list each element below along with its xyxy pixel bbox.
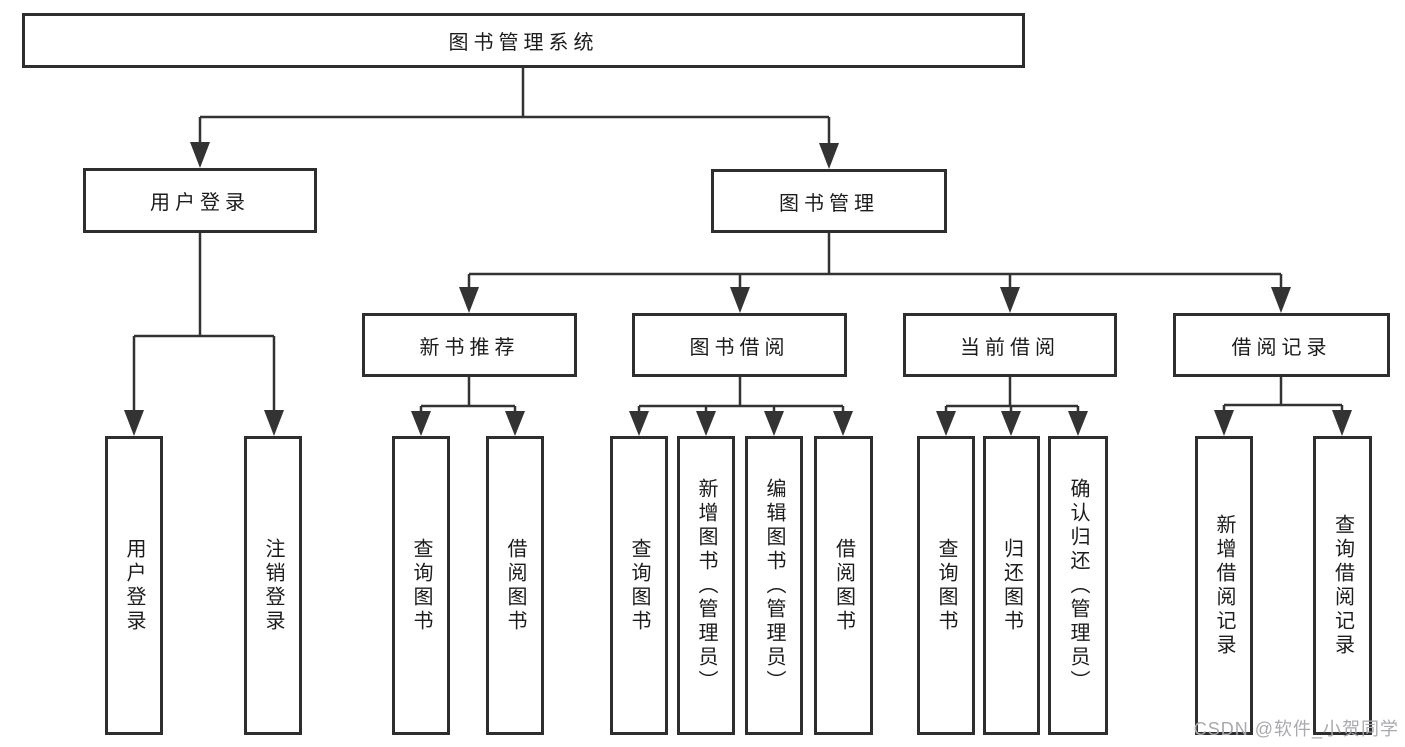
- leaf-label: 查询图书: [410, 537, 432, 634]
- leaf-logout: 注销登录: [244, 436, 302, 735]
- leaf-add-borrow-record: 新增借阅记录: [1195, 436, 1253, 735]
- edge-root-to-level2: [190, 68, 839, 169]
- leaf-add-book-admin: 新增图书（管理员）: [677, 436, 735, 735]
- node-book-borrow-label: 图书借阅: [689, 336, 790, 359]
- leaf-label: 借阅图书: [832, 537, 855, 634]
- node-new-book-rec: 新书推荐: [362, 313, 577, 377]
- node-root-label: 图书管理系统: [448, 32, 599, 54]
- node-user-login: 用户登录: [83, 168, 317, 233]
- leaf-label: 查询借阅记录: [1331, 513, 1354, 658]
- leaf-borrow-books-2: 借阅图书: [814, 436, 873, 735]
- leaf-user-login: 用户登录: [105, 436, 163, 735]
- leaf-label: 注销登录: [262, 537, 284, 634]
- leaf-query-borrow-record: 查询借阅记录: [1313, 436, 1372, 735]
- edge-book-mgmt-to-sections: [459, 233, 1291, 313]
- csdn-watermark: CSDN @软件_小贺同学: [1193, 719, 1399, 739]
- node-new-book-rec-label: 新书推荐: [419, 336, 520, 359]
- node-user-login-label: 用户登录: [150, 192, 250, 214]
- leaf-label: 归还图书: [1000, 537, 1023, 634]
- leaf-label: 查询图书: [628, 537, 650, 634]
- leaf-confirm-return-admin: 确认归还（管理员）: [1048, 436, 1108, 735]
- leaf-label: 查询图书: [935, 537, 957, 634]
- leaf-label: 借阅图书: [504, 537, 526, 634]
- leaf-label: 新增借阅记录: [1213, 513, 1235, 658]
- node-book-mgmt: 图书管理: [711, 169, 947, 233]
- node-current-borrow-label: 当前借阅: [960, 336, 1060, 359]
- edge-user-login-to-leaves: [124, 233, 284, 436]
- node-borrow-records-label: 借阅记录: [1231, 336, 1332, 359]
- node-root: 图书管理系统: [22, 13, 1025, 68]
- edge-borrow-records-to-leaves: [1214, 377, 1352, 436]
- leaf-label: 用户登录: [123, 537, 145, 634]
- leaf-label: 新增图书（管理员）: [695, 477, 717, 694]
- leaf-query-books-1: 查询图书: [392, 436, 450, 735]
- leaf-query-books-3: 查询图书: [917, 436, 975, 735]
- node-current-borrow: 当前借阅: [903, 313, 1117, 377]
- node-book-mgmt-label: 图书管理: [779, 192, 879, 215]
- leaf-label: 确认归还（管理员）: [1067, 477, 1089, 694]
- edge-new-book-rec-to-leaves: [411, 377, 525, 436]
- node-borrow-records: 借阅记录: [1173, 313, 1390, 377]
- node-book-borrow: 图书借阅: [632, 313, 847, 377]
- leaf-return-book: 归还图书: [983, 436, 1040, 735]
- leaf-label: 编辑图书（管理员）: [763, 477, 785, 694]
- leaf-borrow-books-1: 借阅图书: [486, 436, 544, 735]
- edge-current-borrow-to-leaves: [936, 377, 1088, 436]
- leaf-query-books-2: 查询图书: [610, 436, 668, 735]
- edge-book-borrow-to-leaves: [629, 377, 853, 436]
- leaf-edit-book-admin: 编辑图书（管理员）: [745, 436, 803, 735]
